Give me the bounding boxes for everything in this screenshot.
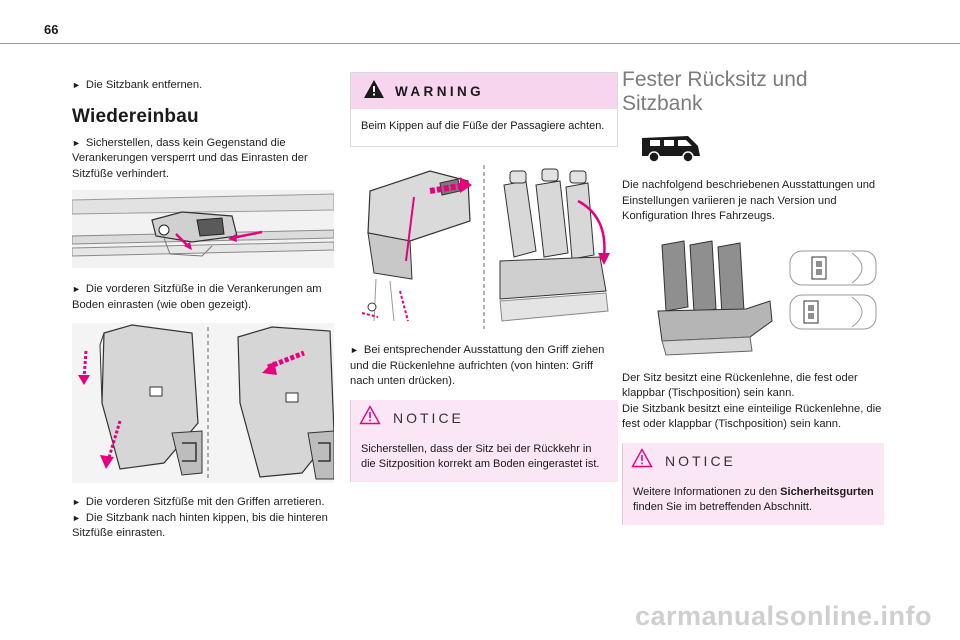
notice-triangle-icon [359, 405, 381, 430]
bullet-icon: ► [72, 137, 81, 148]
section-heading: Wiedereinbau [72, 105, 199, 127]
notice-text: Sicherstellen, dass der Sitz bei der Rüc… [361, 442, 600, 470]
van-icon [638, 130, 702, 164]
bullet-icon: ► [72, 497, 81, 507]
warning-title: WARNING [395, 83, 485, 99]
illustration-backrest-raise [350, 161, 612, 331]
step-remove: ►Die Sitzbank entfernen. [72, 79, 203, 91]
step-tilt-back: ►Die Sitzbank nach hinten kippen, bis di… [72, 511, 328, 540]
notice-header: NOTICE [623, 443, 884, 479]
desc-bench: Die Sitzbank besitzt eine einteilige Rüc… [622, 402, 882, 431]
notice-title: NOTICE [393, 409, 464, 426]
illustration-seat-anchor [72, 190, 334, 268]
illustration-rear-seats [622, 236, 884, 359]
intro-text: Die nachfolgend beschriebenen Ausstattun… [622, 179, 876, 222]
step-pull-handle: ►Bei entsprechender Ausstattung den Grif… [350, 344, 605, 387]
step-lock-handles: ►Die vorderen Sitzfüße mit den Griffen a… [72, 496, 325, 508]
step-front-feet: ►Die vorderen Sitzfüße in die Verankerun… [72, 283, 322, 311]
notice-title: NOTICE [665, 452, 736, 469]
notice-box-reseat: NOTICE Sicherstellen, dass der Sitz bei … [350, 399, 618, 482]
notice-triangle-icon [631, 448, 653, 473]
warning-text: Beim Kippen auf die Füße der Passagiere … [361, 120, 605, 132]
column-right: Fester Rücksitz und Sitzbank Die nachfol… [622, 60, 884, 525]
illustration-bench-tilt [72, 323, 334, 483]
notice-header: NOTICE [351, 400, 618, 436]
column-left: ►Die Sitzbank entfernen. Wiedereinbau ►S… [72, 60, 336, 542]
warning-header: WARNING [351, 73, 617, 109]
bullet-icon: ► [72, 512, 81, 523]
chapter-title: Fester Rücksitz und Sitzbank [622, 68, 808, 115]
bullet-icon: ► [350, 345, 359, 355]
notice-box-seatbelts: NOTICE Weitere Informationen zu den Sich… [622, 442, 884, 525]
seatbelts-link-text: Sicherheitsgurten [780, 485, 874, 498]
page-number: 66 [44, 22, 59, 37]
warning-box: WARNING Beim Kippen auf die Füße der Pas… [350, 72, 618, 147]
bullet-icon: ► [72, 80, 81, 90]
warning-triangle-icon [363, 79, 385, 104]
notice-text: Weitere Informationen zu den Sicherheits… [633, 485, 874, 513]
header-rule [0, 43, 960, 44]
desc-seat: Der Sitz besitzt eine Rückenlehne, die f… [622, 371, 858, 400]
column-middle: WARNING Beim Kippen auf die Füße der Pas… [350, 60, 618, 482]
bullet-icon: ► [72, 284, 81, 294]
watermark: carmanualsonline.info [634, 601, 932, 631]
step-secure: ►Sicherstellen, dass kein Gegenstand die… [72, 136, 308, 180]
